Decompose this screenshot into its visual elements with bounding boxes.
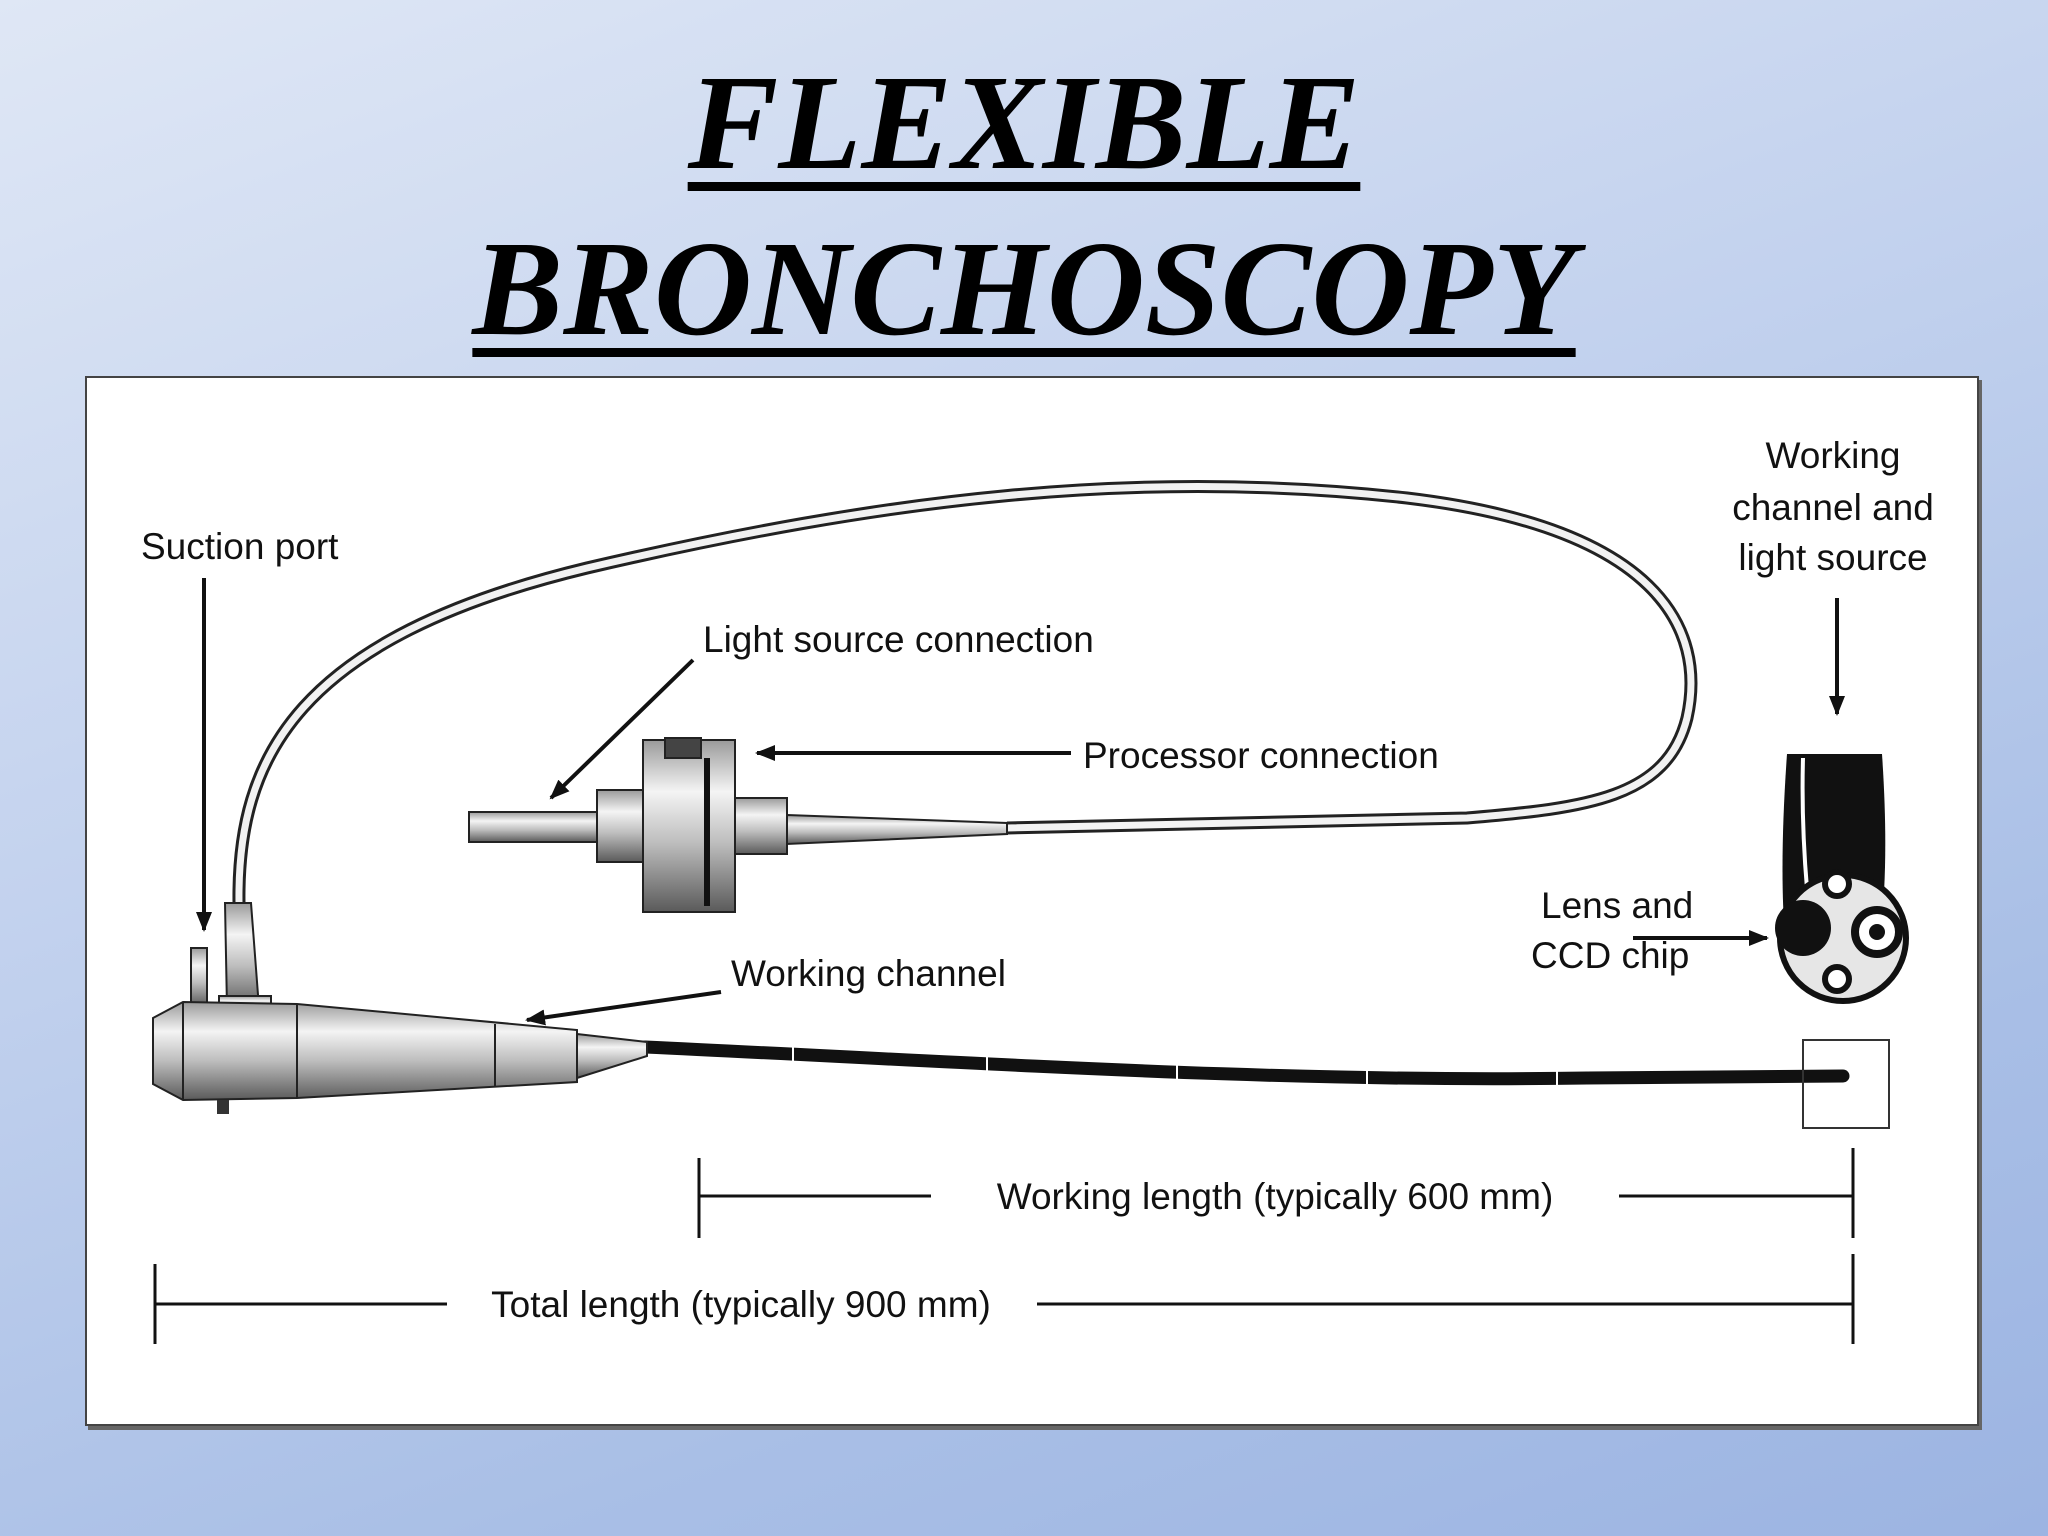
label-working-length: Working length (typically 600 mm): [997, 1176, 1554, 1217]
label-working-channel: Working channel: [731, 953, 1006, 994]
connector-assembly: [468, 737, 1008, 913]
working-length-dimension: Working length (typically 600 mm): [697, 1148, 1855, 1238]
label-tip-line-2: channel and: [1732, 487, 1934, 528]
label-tip-line-3: light source: [1738, 537, 1927, 578]
label-light-source-connection: Light source connection: [703, 619, 1094, 660]
label-lens-line-1: Lens and: [1541, 885, 1693, 926]
slide-title: FLEXIBLE BRONCHOSCOPY: [0, 40, 2048, 372]
title-line-1: FLEXIBLE: [687, 48, 1361, 198]
label-tip-line-1: Working: [1765, 435, 1900, 476]
insertion-tube: [638, 1039, 1890, 1129]
total-length-dimension: Total length (typically 900 mm): [153, 1254, 1855, 1344]
label-suction-port: Suction port: [141, 526, 339, 567]
label-processor-connection: Processor connection: [1083, 735, 1439, 776]
bronchoscope-diagram-panel: Suction port Light source connection Pro…: [85, 376, 1979, 1426]
callout-arrows: [196, 578, 1845, 1026]
bronchoscope-handle: [152, 902, 648, 1114]
label-lens-line-2: CCD chip: [1531, 935, 1689, 976]
distal-tip-view: [1775, 754, 1909, 1004]
title-line-2: BRONCHOSCOPY: [472, 214, 1576, 364]
bronchoscope-diagram: Suction port Light source connection Pro…: [141, 435, 1934, 1344]
label-total-length: Total length (typically 900 mm): [491, 1284, 991, 1325]
umbilical-cord: [232, 479, 1698, 904]
